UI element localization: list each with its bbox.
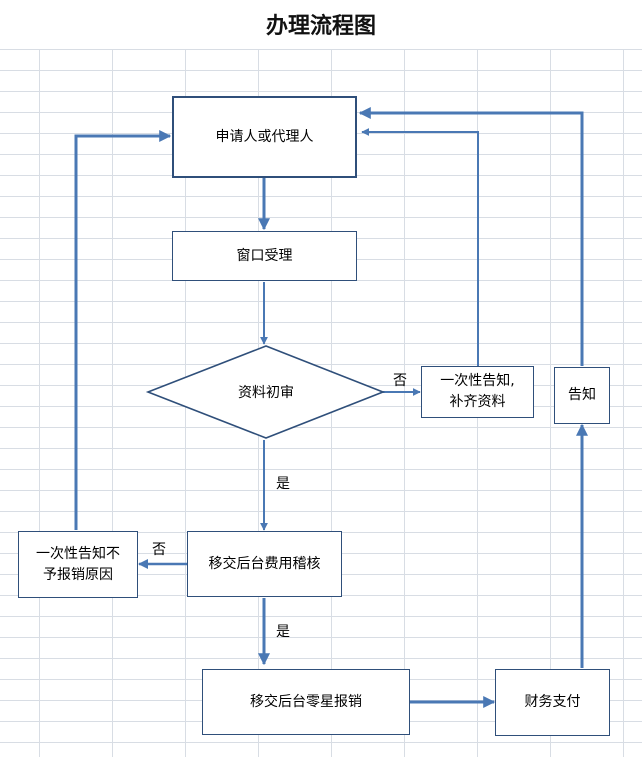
arrow-supplement-to-applicant bbox=[361, 128, 479, 366]
node-notify-supplement-line2: 补齐资料 bbox=[449, 394, 506, 410]
node-notify-reject-line1: 一次性告知不 bbox=[36, 545, 120, 562]
node-notify-supplement: 一次性告知, 补齐资料 bbox=[421, 366, 534, 418]
node-applicant: 申请人或代理人 bbox=[172, 96, 357, 178]
node-notify: 告知 bbox=[554, 367, 610, 424]
diagram-title: 办理流程图 bbox=[265, 13, 376, 39]
title-band bbox=[0, 0, 642, 49]
label-review-no: 否 bbox=[393, 373, 407, 389]
node-backend-reimburse-label: 移交后台零星报销 bbox=[250, 693, 362, 710]
node-notify-supplement-line1: 一次性告知, bbox=[440, 373, 515, 389]
node-notify-label: 告知 bbox=[568, 387, 596, 403]
node-payment-label: 财务支付 bbox=[524, 694, 581, 710]
node-window: 窗口受理 bbox=[172, 231, 357, 281]
node-notify-reject: 一次性告知不 予报销原因 bbox=[18, 531, 138, 598]
node-window-label: 窗口受理 bbox=[236, 247, 293, 264]
label-audit-no: 否 bbox=[152, 542, 166, 558]
label-review-yes: 是 bbox=[276, 476, 290, 492]
node-applicant-label: 申请人或代理人 bbox=[215, 128, 314, 145]
node-backend-audit: 移交后台费用稽核 bbox=[187, 531, 342, 597]
arrow-reject-to-applicant bbox=[74, 130, 172, 530]
node-backend-reimburse: 移交后台零星报销 bbox=[202, 669, 410, 735]
arrow-notify-to-applicant bbox=[358, 107, 584, 366]
node-notify-reject-line2: 予报销原因 bbox=[43, 566, 113, 583]
label-audit-yes: 是 bbox=[276, 624, 290, 640]
node-backend-audit-label: 移交后台费用稽核 bbox=[208, 555, 321, 572]
node-review-label: 资料初审 bbox=[238, 385, 294, 401]
node-payment: 财务支付 bbox=[495, 669, 610, 736]
review-diamond bbox=[145, 345, 386, 439]
